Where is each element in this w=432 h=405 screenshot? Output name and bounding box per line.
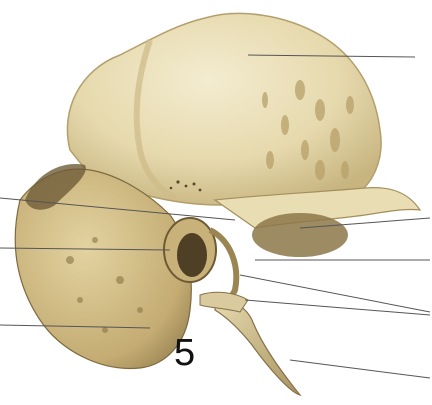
mandibular-fossa [252, 213, 348, 257]
figure-number-label: 5 [174, 334, 195, 372]
leader-line-9 [290, 360, 430, 378]
leader-line-8 [245, 300, 430, 315]
squama-part [67, 13, 381, 205]
vaginal-process [200, 292, 248, 312]
leader-line-7 [240, 275, 430, 312]
meatus-opening [177, 233, 207, 277]
